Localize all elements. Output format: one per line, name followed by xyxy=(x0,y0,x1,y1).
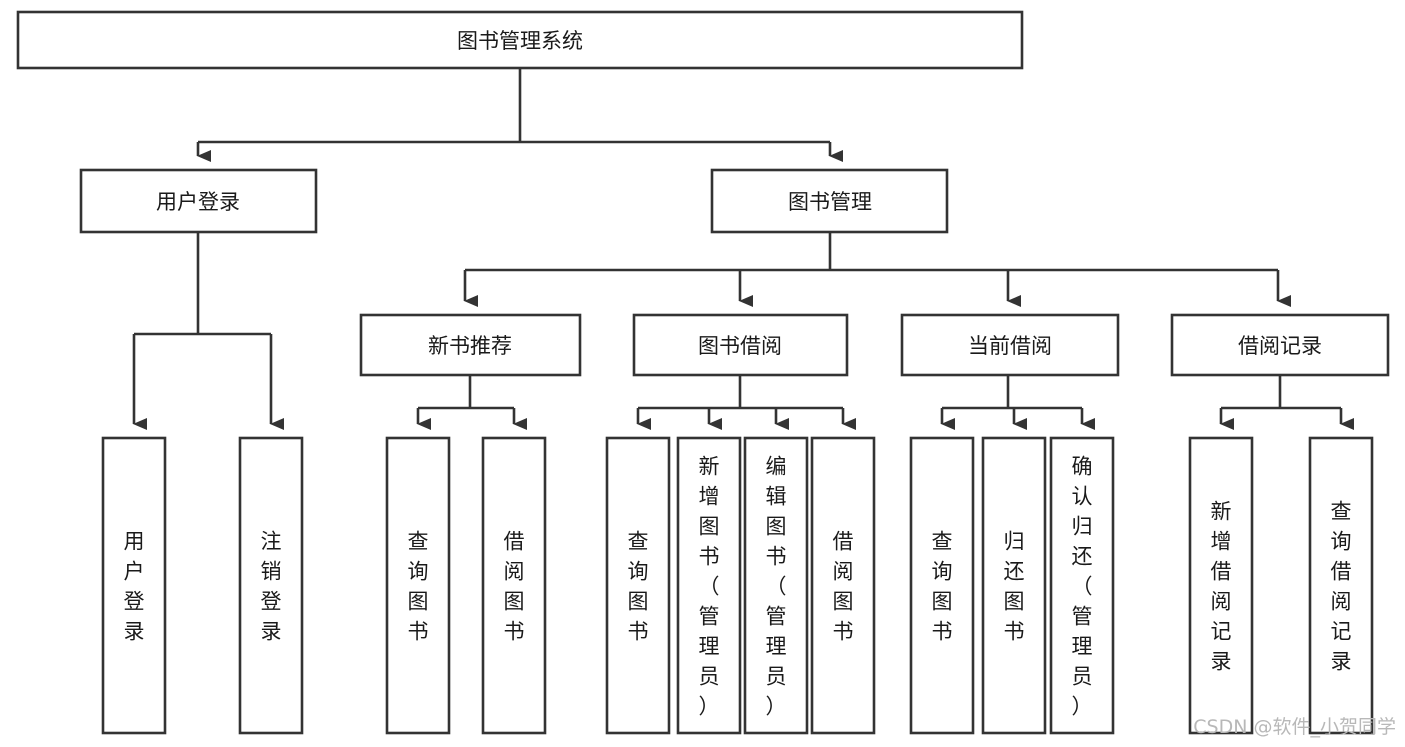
leaf-add-borrow-record-label: 新增借阅记录 xyxy=(1211,499,1232,673)
leaf-return-book-label: 归还图书 xyxy=(1004,529,1025,643)
node-new-book-recommend[interactable]: 新书推荐 xyxy=(359,313,582,377)
node-user-login-label: 用户登录 xyxy=(156,190,240,214)
leaf-query-book-recommend-box[interactable] xyxy=(385,436,451,735)
leaf-nodes-layer: 用户登录 注销登录 查询图书 借阅图书 查询图书 新增图书（管理员） 编辑图书（… xyxy=(101,436,1374,735)
leaf-borrow-book-recommend-label: 借阅图书 xyxy=(504,529,525,643)
node-current-borrow-box[interactable] xyxy=(900,313,1120,377)
leaf-add-book-admin-label: 新增图书（管理员） xyxy=(699,454,720,718)
node-current-borrow-label: 当前借阅 xyxy=(968,334,1052,358)
leaf-query-borrow-record-box[interactable] xyxy=(1308,436,1374,735)
leaf-return-book-box[interactable] xyxy=(981,436,1047,735)
node-book-management-box[interactable] xyxy=(710,168,949,234)
csdn-watermark: CSDN @软件_小贺同学 xyxy=(1193,716,1396,738)
leaf-confirm-return-admin-label: 确认归还（管理员） xyxy=(1072,454,1093,718)
node-user-login[interactable]: 用户登录 xyxy=(79,168,318,234)
leaf-query-book-recommend-label: 查询图书 xyxy=(408,529,429,643)
leaf-query-book-current-label: 查询图书 xyxy=(932,529,953,643)
node-root-box[interactable] xyxy=(16,10,1024,70)
node-new-book-recommend-label: 新书推荐 xyxy=(428,334,512,358)
leaf-query-book-current-box[interactable] xyxy=(909,436,975,735)
leaf-borrow-book-box[interactable] xyxy=(810,436,876,735)
node-borrow-record-box[interactable] xyxy=(1170,313,1390,377)
connector-layer xyxy=(132,68,1354,430)
node-current-borrow[interactable]: 当前借阅 xyxy=(900,313,1120,377)
node-root-label: 图书管理系统 xyxy=(457,29,583,53)
leaf-query-book-borrow-box[interactable] xyxy=(605,436,671,735)
leaf-edit-book-admin-label: 编辑图书（管理员） xyxy=(766,454,787,718)
leaf-logout-login-label: 注销登录 xyxy=(261,529,282,643)
node-book-borrow[interactable]: 图书借阅 xyxy=(632,313,849,377)
leaf-user-login-box[interactable] xyxy=(101,436,167,735)
node-user-login-box[interactable] xyxy=(79,168,318,234)
leaf-add-book-admin-box[interactable] xyxy=(676,436,742,735)
leaf-confirm-return-admin-box[interactable] xyxy=(1049,436,1115,735)
node-borrow-record-label: 借阅记录 xyxy=(1238,334,1322,358)
node-root[interactable]: 图书管理系统 xyxy=(16,10,1024,70)
leaf-edit-book-admin-box[interactable] xyxy=(743,436,809,735)
leaf-user-login-label: 用户登录 xyxy=(124,529,145,643)
leaf-query-borrow-record-label: 查询借阅记录 xyxy=(1331,499,1352,673)
node-borrow-record[interactable]: 借阅记录 xyxy=(1170,313,1390,377)
leaf-query-book-borrow-label: 查询图书 xyxy=(628,529,649,643)
node-book-borrow-label: 图书借阅 xyxy=(698,334,782,358)
leaf-borrow-book-label: 借阅图书 xyxy=(833,529,854,643)
node-new-book-recommend-box[interactable] xyxy=(359,313,582,377)
leaf-add-borrow-record-box[interactable] xyxy=(1188,436,1254,735)
node-book-management[interactable]: 图书管理 xyxy=(710,168,949,234)
node-book-borrow-box[interactable] xyxy=(632,313,849,377)
leaf-borrow-book-recommend-box[interactable] xyxy=(481,436,547,735)
node-book-management-label: 图书管理 xyxy=(788,190,872,214)
leaf-logout-login-box[interactable] xyxy=(238,436,304,735)
